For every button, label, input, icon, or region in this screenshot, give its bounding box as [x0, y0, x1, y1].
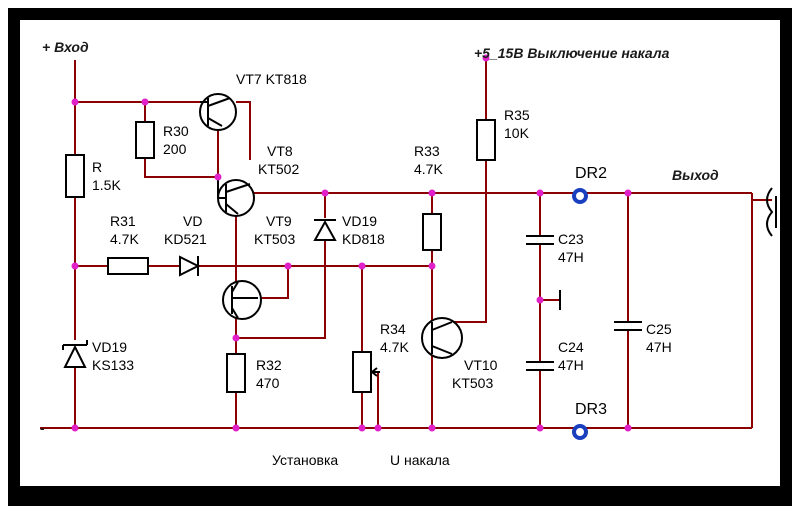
vd19-kd818-name: VD19	[342, 213, 377, 229]
c25-name: C25	[646, 321, 672, 337]
vt9-type: KT503	[254, 231, 295, 247]
vt10-name: VT10	[464, 357, 498, 373]
vt10-type: KT503	[452, 375, 493, 391]
junction-dots	[71, 54, 632, 432]
resistor-r32	[226, 353, 246, 393]
vd-type: KD521	[164, 231, 207, 247]
setup-label: Установка	[272, 452, 338, 468]
r35-value: 10K	[504, 125, 530, 141]
r31-value: 4.7K	[110, 231, 139, 247]
r33-name: R33	[414, 143, 440, 159]
vt8-name: VT8	[267, 143, 293, 159]
capacitor-c24	[526, 361, 554, 371]
supply-label: +5_15В Выключение накала	[474, 45, 670, 61]
input-label: + Вход	[42, 39, 89, 55]
vt7-label: VT7 KT818	[236, 71, 307, 87]
r-name: R	[92, 159, 102, 175]
c25-value: 47H	[646, 339, 672, 355]
r35-name: R35	[504, 107, 530, 123]
capacitor-c25	[614, 321, 642, 331]
u-heat-label: U накала	[390, 452, 450, 468]
r30-value: 200	[163, 141, 187, 157]
vt9-name: VT9	[266, 213, 292, 229]
vd19-kd818-type: KD818	[342, 231, 385, 247]
transistor-vt7	[199, 93, 237, 131]
capacitor-c23	[526, 235, 554, 245]
diode-vd19-kd818	[313, 219, 337, 241]
vt8-type: KT502	[258, 161, 299, 177]
inner-panel	[20, 20, 780, 486]
vd-name: VD	[183, 213, 202, 229]
diode-vd	[179, 255, 201, 277]
r34-value: 4.7K	[380, 339, 409, 355]
r32-name: R32	[256, 357, 282, 373]
c23-value: 47H	[558, 249, 584, 265]
zener-vd19-ks133	[62, 340, 88, 368]
resistor-r35	[476, 119, 496, 161]
transistor-vt10	[421, 317, 463, 359]
transistor-vt8	[217, 177, 255, 217]
terminal-dr3	[572, 424, 588, 440]
minus-label: -	[40, 420, 45, 436]
vd19-ks133-name: VD19	[92, 339, 127, 355]
transistor-vt9	[222, 280, 262, 320]
c24-value: 47H	[558, 357, 584, 373]
r34-name: R34	[380, 321, 406, 337]
vd19-ks133-type: KS133	[92, 357, 134, 373]
r-value: 1.5K	[92, 177, 121, 193]
output-choke-icon	[766, 187, 777, 237]
resistor-r31	[107, 257, 149, 275]
resistor-r33	[422, 213, 442, 251]
c24-name: C24	[558, 339, 584, 355]
r31-name: R31	[110, 213, 136, 229]
potentiometer-r34	[352, 351, 380, 393]
r33-value: 4.7K	[414, 161, 443, 177]
output-label: Выход	[672, 167, 719, 183]
resistor-r	[65, 154, 85, 198]
r30-name: R30	[163, 123, 189, 139]
c23-name: C23	[558, 231, 584, 247]
dr3-label: DR3	[575, 401, 607, 418]
dr2-label: DR2	[575, 165, 607, 182]
resistor-r30	[135, 121, 155, 159]
terminal-dr2	[572, 188, 588, 204]
r32-value: 470	[256, 375, 280, 391]
